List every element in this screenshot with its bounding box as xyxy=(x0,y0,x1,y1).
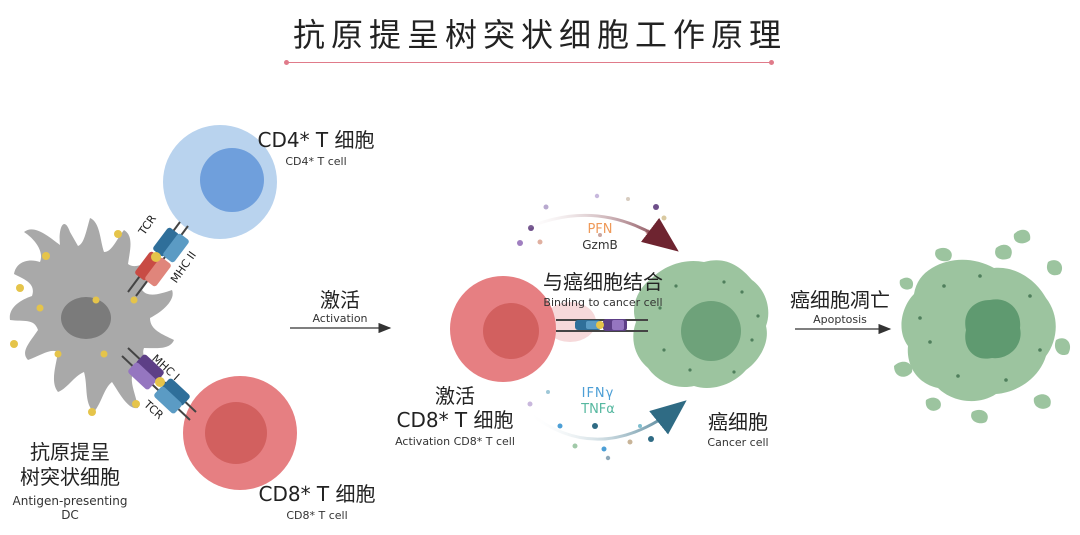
antigen-dot xyxy=(54,350,62,358)
cd4-label-zh: CD4* T 细胞 xyxy=(257,128,375,152)
cd4-label-en: CD4* T cell xyxy=(285,155,347,168)
cd8-cell-nucleus xyxy=(205,402,267,464)
cd8-label-zh: CD8* T 细胞 xyxy=(258,482,376,506)
cd4-t-cell xyxy=(163,125,277,239)
antigen-dot xyxy=(16,284,24,292)
cd8-t-cell xyxy=(183,376,297,490)
activated-cd8-label-en: Activation CD8* T cell xyxy=(395,435,515,448)
antigen-dot xyxy=(42,252,50,260)
dc-label-en-line2: DC xyxy=(61,508,79,522)
title-underline xyxy=(284,60,774,65)
dendritic-cell xyxy=(9,218,174,416)
cancer-label-en: Cancer cell xyxy=(707,436,769,449)
tnf-label: TNFα xyxy=(581,402,615,417)
apoptotic-fragment xyxy=(894,361,913,377)
activated-cd8-nucleus xyxy=(483,303,539,359)
ifn-label: IFNγ xyxy=(581,386,615,401)
antigen-dot xyxy=(114,230,122,238)
apoptotic-fragment xyxy=(995,244,1012,260)
cancer-cell-nucleus xyxy=(681,301,741,361)
apoptosis-label-en: Apoptosis xyxy=(813,313,867,326)
cancer-cell-speckles xyxy=(658,280,760,374)
antigen-dot xyxy=(132,400,140,408)
antigen-dot xyxy=(36,304,44,312)
binding-receptor-complex xyxy=(556,319,648,332)
pfn-label: PFN xyxy=(587,222,613,237)
activated-cd8-label-zh-line1: 激活 xyxy=(435,384,475,408)
antigen-dot xyxy=(100,350,108,358)
cancer-cell xyxy=(633,260,769,389)
apoptotic-fragment xyxy=(971,409,988,424)
cytotoxic-arrow xyxy=(517,213,679,252)
binding-label-en: Binding to cancer cell xyxy=(543,296,663,309)
cytokine-particles-bottom xyxy=(527,390,654,461)
tcr-mhc2-complex xyxy=(127,221,189,297)
dc-label-en-line1: Antigen-presenting xyxy=(12,494,128,508)
antigen-dot xyxy=(92,296,100,304)
mhc1-tcr-complex xyxy=(121,347,197,421)
apoptotic-cell xyxy=(894,229,1071,424)
antigen-dots xyxy=(10,230,140,416)
cytokine-arrow xyxy=(527,400,687,441)
apoptotic-fragment xyxy=(1013,229,1031,244)
cd8-label-en: CD8* T cell xyxy=(286,509,348,522)
apoptotic-fragment xyxy=(1054,338,1071,356)
apoptotic-cell-nucleus xyxy=(965,299,1021,359)
activated-cd8-label-zh-line2: CD8* T 细胞 xyxy=(396,408,514,432)
antigen-dot xyxy=(88,408,96,416)
apoptotic-fragment xyxy=(935,247,952,262)
dendritic-cell-nucleus xyxy=(61,297,111,339)
antigen-dot xyxy=(10,340,18,348)
activation-label-zh: 激活 xyxy=(320,288,360,312)
dc-label-zh-line2: 树突状细胞 xyxy=(20,465,120,489)
apoptotic-fragment xyxy=(1046,260,1063,276)
diagram-title: 抗原提呈树突状细胞工作原理 xyxy=(292,16,787,54)
antigen-dot xyxy=(130,296,138,304)
binding-label-zh: 与癌细胞结合 xyxy=(543,270,663,294)
dc-label-zh-line1: 抗原提呈 xyxy=(30,440,110,464)
apoptotic-speckles xyxy=(918,274,1042,382)
cd4-cell-nucleus xyxy=(200,148,264,212)
apoptotic-fragment xyxy=(899,277,914,290)
apoptosis-label-zh: 癌细胞凋亡 xyxy=(790,288,890,312)
activation-label-en: Activation xyxy=(312,312,368,325)
apoptotic-fragment xyxy=(1033,394,1051,409)
gzmb-label: GzmB xyxy=(582,238,618,252)
cancer-label-zh: 癌细胞 xyxy=(708,410,768,434)
apoptotic-fragment xyxy=(925,397,941,411)
